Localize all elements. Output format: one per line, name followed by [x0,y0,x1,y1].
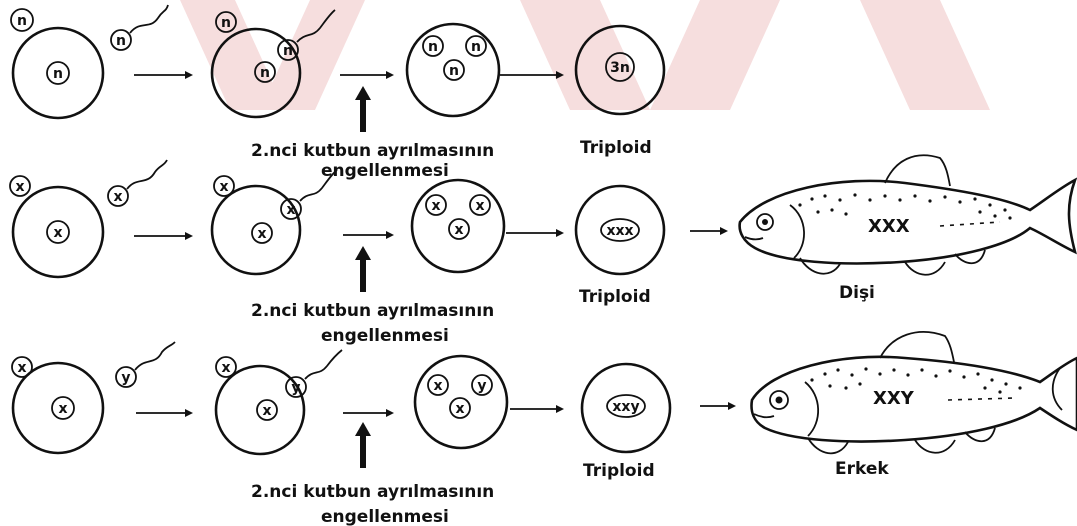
triploid-nucleus-label: xxy [612,399,639,415]
arrow-4 [700,402,736,410]
svg-text:x: x [455,401,464,417]
fish-chromosome-label: XXX [868,216,910,237]
zygote-three-nuclei: x y x [415,356,507,448]
blocked-polar-arrow [355,86,371,132]
triploid-label: Triploid [580,138,652,158]
fertilized-egg: x x x [212,170,337,274]
sperm-label: x [113,189,122,205]
arrow-1 [134,232,193,240]
triploid-cell: xxx [576,186,664,274]
block-label-line1: 2.nci kutbun ayrılmasının [251,301,494,321]
arrow-1 [134,71,193,79]
row-3: x x y x x y [12,332,1077,526]
svg-text:x: x [433,378,442,394]
arrow-1 [136,409,193,417]
arrow-2 [340,71,394,79]
stage2-nucleus-1: x [262,403,271,419]
triploid-cell: 3n [576,26,664,114]
triploid-label: Triploid [579,287,651,307]
triploid-nucleus-label: xxx [606,223,633,239]
svg-text:n: n [221,15,231,31]
blocked-polar-arrow [355,246,371,292]
block-label-line2: engellenmesi [321,326,449,346]
stage2-nucleus-1: x [257,226,266,242]
blocked-polar-arrow [355,422,371,468]
arrow-3 [510,405,564,413]
block-label-line1: 2.nci kutbun ayrılmasının [251,141,494,161]
row-2: x x x x x x [10,155,1075,346]
svg-text:n: n [449,63,459,79]
stage2-nucleus-2: y [291,380,300,396]
svg-text:x: x [475,198,484,214]
zygote-three-nuclei: n n n [407,24,499,116]
triploid-label: Triploid [583,461,655,481]
svg-text:x: x [431,198,440,214]
svg-text:x: x [219,179,228,195]
arrow-3 [500,71,564,79]
egg-cell: n n [11,9,103,118]
polar-body-label: n [17,13,27,29]
arrow-3 [506,229,564,237]
stage2-nucleus-2: n [283,43,293,59]
block-label-line2: engellenmesi [321,507,449,526]
fertilized-egg: x x y [216,350,342,454]
block-label-line1: 2.nci kutbun ayrılmasının [251,482,494,502]
svg-text:n: n [471,39,481,55]
svg-text:y: y [477,378,486,394]
svg-text:x: x [221,360,230,376]
triploid-cell: xxy [582,364,670,452]
polar-body-label: x [15,179,24,195]
stage2-nucleus-1: n [260,65,270,81]
egg-nucleus-label: n [53,66,63,82]
arrow-4 [690,227,728,235]
block-label-line2: engellenmesi [321,161,449,181]
sperm-label: y [121,370,130,386]
triploid-nucleus-label: 3n [610,60,630,76]
egg-cell: x x [10,176,103,277]
sperm-cell: n [111,5,168,50]
fish-sex-label: Erkek [835,459,889,479]
svg-text:n: n [428,39,438,55]
row-1: n n n n n n [11,5,664,181]
fish-chromosome-label: XXY [873,388,915,409]
fish-sex-label: Dişi [839,283,875,303]
sperm-label: n [116,33,126,49]
stage2-nucleus-2: x [286,202,295,218]
polar-body-label: x [17,360,26,376]
arrow-2 [343,409,394,417]
fertilized-egg: n n n [212,10,335,117]
zygote-three-nuclei: x x x [412,180,504,272]
male-fish-illustration [752,332,1077,453]
egg-cell: x x [12,357,103,453]
egg-nucleus-label: x [58,401,67,417]
sperm-cell: y [116,342,175,387]
sperm-cell: x [108,160,167,206]
egg-nucleus-label: x [53,225,62,241]
svg-text:x: x [454,222,463,238]
arrow-2 [343,231,394,239]
